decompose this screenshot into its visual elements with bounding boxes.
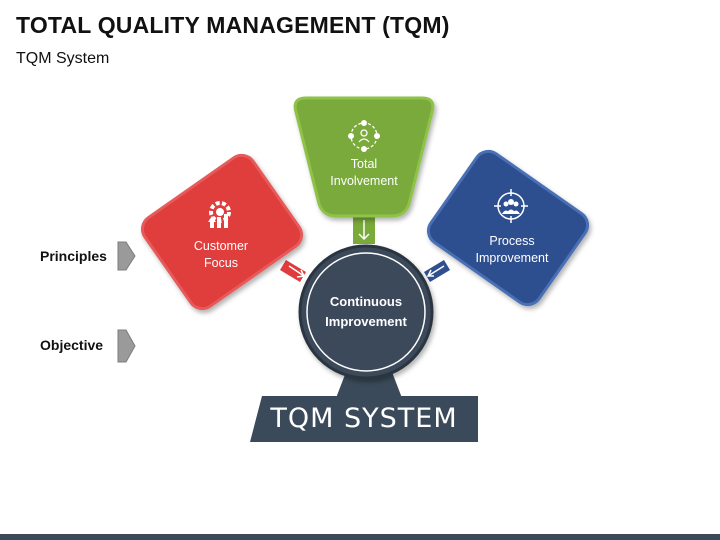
customer-focus-line2: Focus	[204, 256, 238, 270]
total-involvement-line1: Total	[351, 157, 377, 171]
connector-customer-focus	[280, 260, 306, 282]
people-network-icon	[348, 120, 380, 152]
gear-arrows-icon	[208, 201, 231, 228]
objective-line2: Improvement	[325, 314, 407, 329]
base-label: TQM SYSTEM	[269, 403, 457, 434]
objective-label: Objective	[40, 337, 104, 353]
process-improvement-line1: Process	[489, 234, 534, 248]
objective-continuous-improvement	[298, 244, 434, 380]
principles-arrow-icon	[117, 241, 136, 271]
connector-total-involvement	[353, 216, 375, 244]
page-title: TOTAL QUALITY MANAGEMENT (TQM)	[16, 12, 450, 38]
objective-line1: Continuous	[330, 294, 402, 309]
page-subtitle: TQM System	[16, 50, 110, 67]
principle-customer-focus	[140, 153, 304, 311]
connector-process-improvement	[424, 260, 450, 282]
principles-label: Principles	[40, 248, 107, 264]
bottom-bar	[0, 534, 720, 540]
base-pedestal: TQM SYSTEM	[250, 372, 478, 442]
principle-total-involvement	[293, 96, 435, 218]
process-improvement-line2: Improvement	[476, 251, 549, 265]
team-target-icon	[494, 189, 528, 223]
principle-process-improvement	[426, 149, 590, 307]
customer-focus-line1: Customer	[194, 239, 248, 253]
total-involvement-line2: Involvement	[330, 174, 398, 188]
objective-arrow-icon	[117, 329, 136, 363]
